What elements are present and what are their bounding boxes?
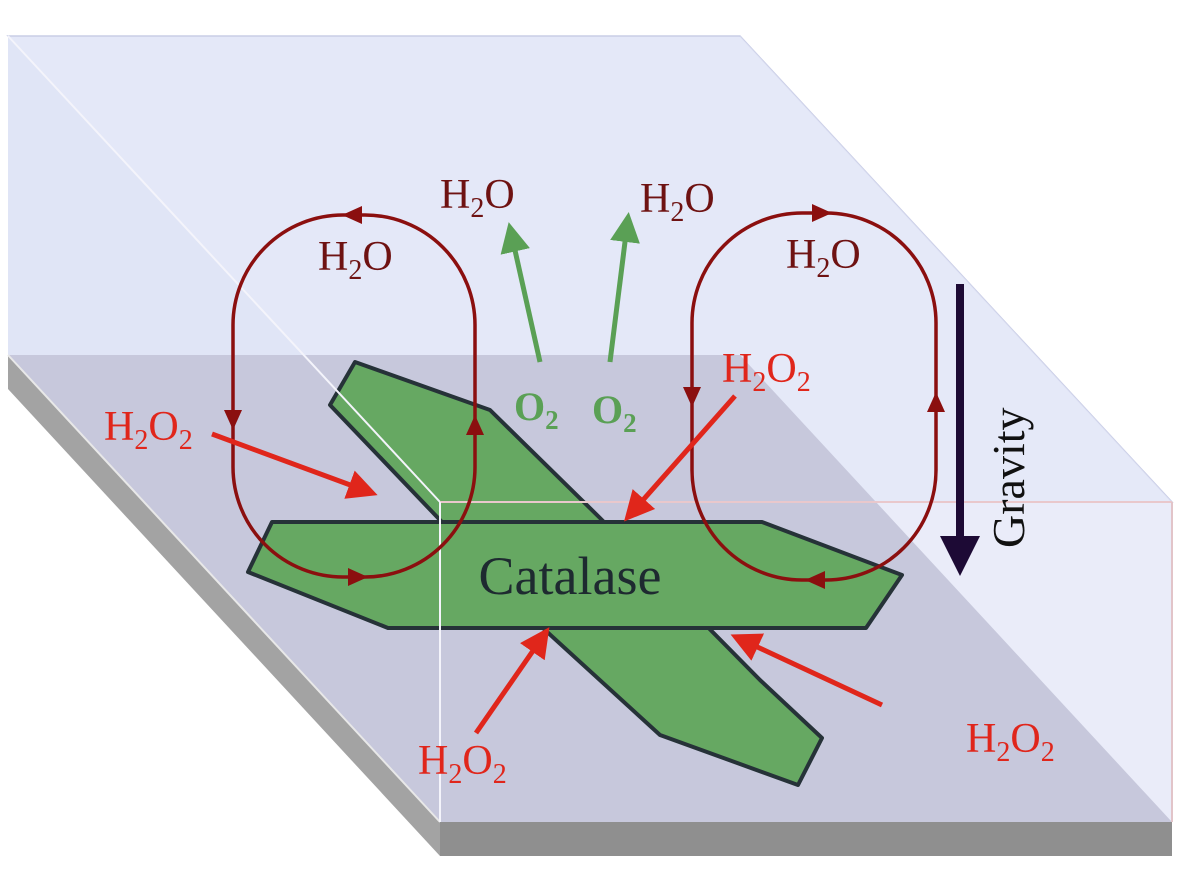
h2o2-left-label: H2O2 (104, 404, 193, 456)
loop-left-up-arrowhead-icon (466, 415, 484, 435)
h2o2-top-right-label: H2O2 (722, 346, 811, 398)
o2-arrows (500, 212, 640, 363)
h2o-loop-left-label: H2O (318, 234, 393, 286)
loop-left-down-arrowhead-icon (224, 410, 242, 430)
o2-right-label: O2 (592, 387, 637, 438)
slab-front-edge (440, 822, 1172, 856)
h2o-top-right-label: H2O (640, 176, 715, 228)
loop-left-bottom-arrowhead-icon (348, 568, 368, 586)
o2-labels: O2 O2 (514, 384, 637, 438)
slab-left-edge (8, 355, 440, 856)
loop-left-top-arrowhead-icon (342, 206, 362, 224)
h2o2-arrow-top-right (624, 394, 737, 522)
o2-arrow-right (607, 212, 640, 363)
h2o-loop-right-label: H2O (786, 232, 861, 284)
o2-left-label: O2 (514, 384, 559, 435)
h2o2-bottom-right-label: H2O2 (966, 716, 1055, 768)
loop-right-up-arrowhead-icon (927, 392, 945, 412)
catalase-label: Catalase (479, 546, 662, 606)
h2o-top-left-label: H2O (440, 172, 515, 224)
convection-loop-left (224, 206, 484, 586)
catalase-horizontal-arm (246, 520, 904, 630)
convection-loop-right (683, 204, 945, 589)
liquid-edges (7, 35, 1173, 822)
gravity-indicator: Gravity (940, 284, 1034, 576)
h2o2-arrow-bottom-right (730, 633, 884, 708)
h2o-labels: H2O H2O H2O H2O (318, 172, 861, 286)
loop-right-bottom-arrowhead-icon (805, 571, 825, 589)
loop-right-top-arrowhead-icon (812, 204, 832, 222)
gravity-label: Gravity (983, 407, 1034, 548)
h2o2-bottom-label: H2O2 (418, 738, 507, 790)
h2o2-arrows (211, 394, 884, 735)
h2o2-arrow-bottom (473, 627, 550, 735)
h2o2-labels: H2O2 H2O2 H2O2 H2O2 (104, 346, 1055, 790)
h2o2-arrow-left (211, 431, 378, 499)
catalase-enzyme: Catalase (246, 360, 904, 787)
loop-right-down-arrowhead-icon (683, 387, 701, 407)
o2-arrow-left (500, 222, 543, 363)
